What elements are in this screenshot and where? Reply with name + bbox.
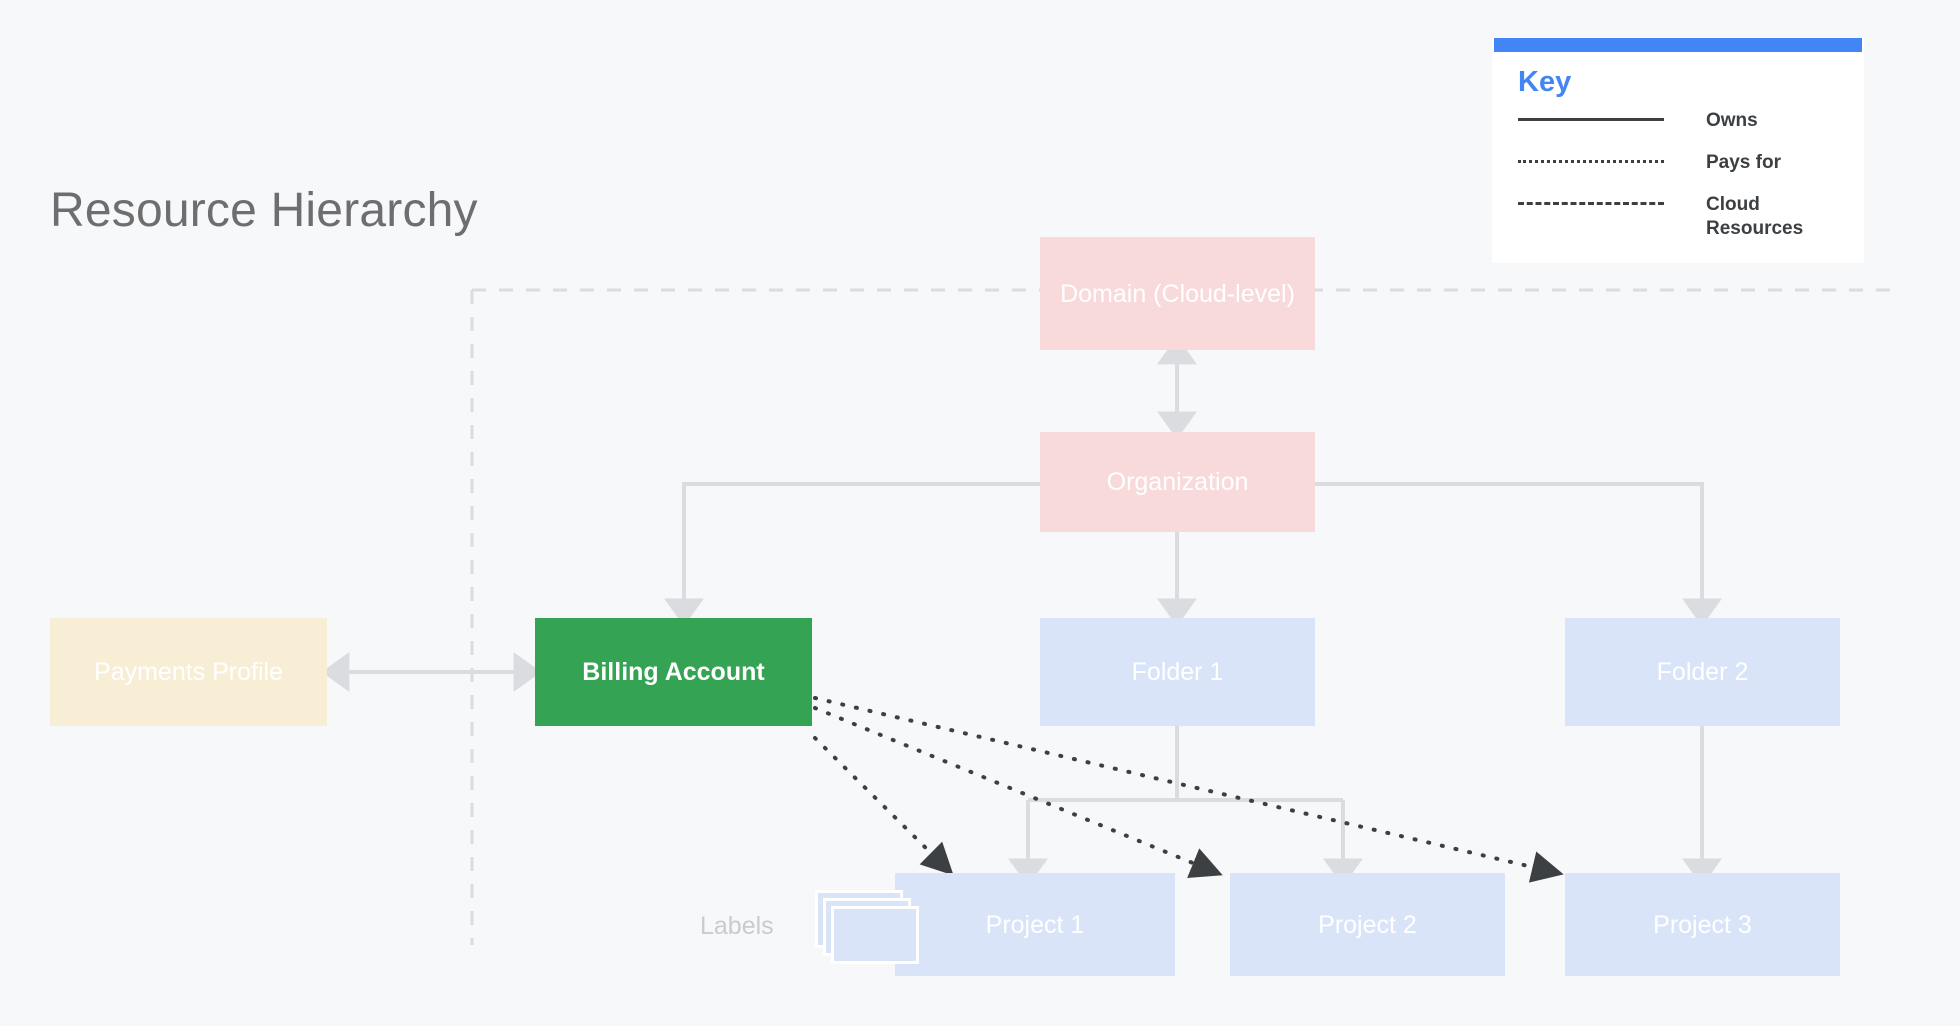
node-folder-2[interactable]: Folder 2 — [1565, 618, 1840, 726]
node-domain[interactable]: Domain (Cloud-level) — [1040, 237, 1315, 350]
legend-accent-bar — [1494, 38, 1862, 52]
legend-item-owns: Owns — [1518, 109, 1842, 135]
legend-item-owns-label: Owns — [1706, 110, 1758, 131]
dotted-line-icon — [1518, 151, 1664, 171]
node-project-3[interactable]: Project 3 — [1565, 873, 1840, 976]
node-project-3-label: Project 3 — [1653, 910, 1752, 939]
node-project-2-label: Project 2 — [1318, 910, 1417, 939]
labels-stack-icon — [815, 890, 919, 964]
edge-billing-project2 — [813, 706, 1223, 878]
dashed-line-icon — [1518, 193, 1664, 213]
edge-billing-project1 — [813, 736, 954, 876]
legend-item-cloud-resources: Cloud Resources — [1518, 193, 1842, 241]
node-domain-label: Domain (Cloud-level) — [1060, 279, 1295, 308]
solid-line-icon — [1518, 109, 1664, 129]
node-organization-label: Organization — [1106, 468, 1249, 496]
node-project-2[interactable]: Project 2 — [1230, 873, 1505, 976]
page-title: Resource Hierarchy — [50, 184, 478, 237]
node-billing-account[interactable]: Billing Account — [535, 618, 812, 726]
label-card-front — [831, 906, 919, 964]
legend-item-pays-for-label: Pays for — [1706, 152, 1781, 173]
node-payments-profile-label: Payments Profile — [94, 658, 283, 686]
edge-organization-billing — [664, 482, 1040, 627]
node-folder-1-label: Folder 1 — [1131, 658, 1224, 686]
legend-title: Key — [1518, 66, 1572, 98]
node-organization[interactable]: Organization — [1040, 432, 1315, 532]
legend-card: Key Owns Pays for Cloud Resources — [1492, 38, 1864, 263]
node-project-1[interactable]: Project 1 — [895, 873, 1175, 976]
node-folder-2-label: Folder 2 — [1656, 658, 1749, 686]
legend-item-cloud-resources-label: Cloud Resources — [1706, 194, 1804, 239]
labels-caption: Labels — [700, 912, 774, 940]
node-folder-1[interactable]: Folder 1 — [1040, 618, 1315, 726]
legend-body: Key Owns Pays for Cloud Resources — [1492, 52, 1864, 263]
edge-organization-folder2 — [1315, 482, 1722, 627]
edge-folder1-bus — [1026, 723, 1345, 870]
node-project-1-label: Project 1 — [985, 910, 1085, 939]
node-billing-account-label: Billing Account — [582, 658, 765, 686]
node-payments-profile[interactable]: Payments Profile — [50, 618, 327, 726]
legend-item-pays-for: Pays for — [1518, 151, 1842, 177]
